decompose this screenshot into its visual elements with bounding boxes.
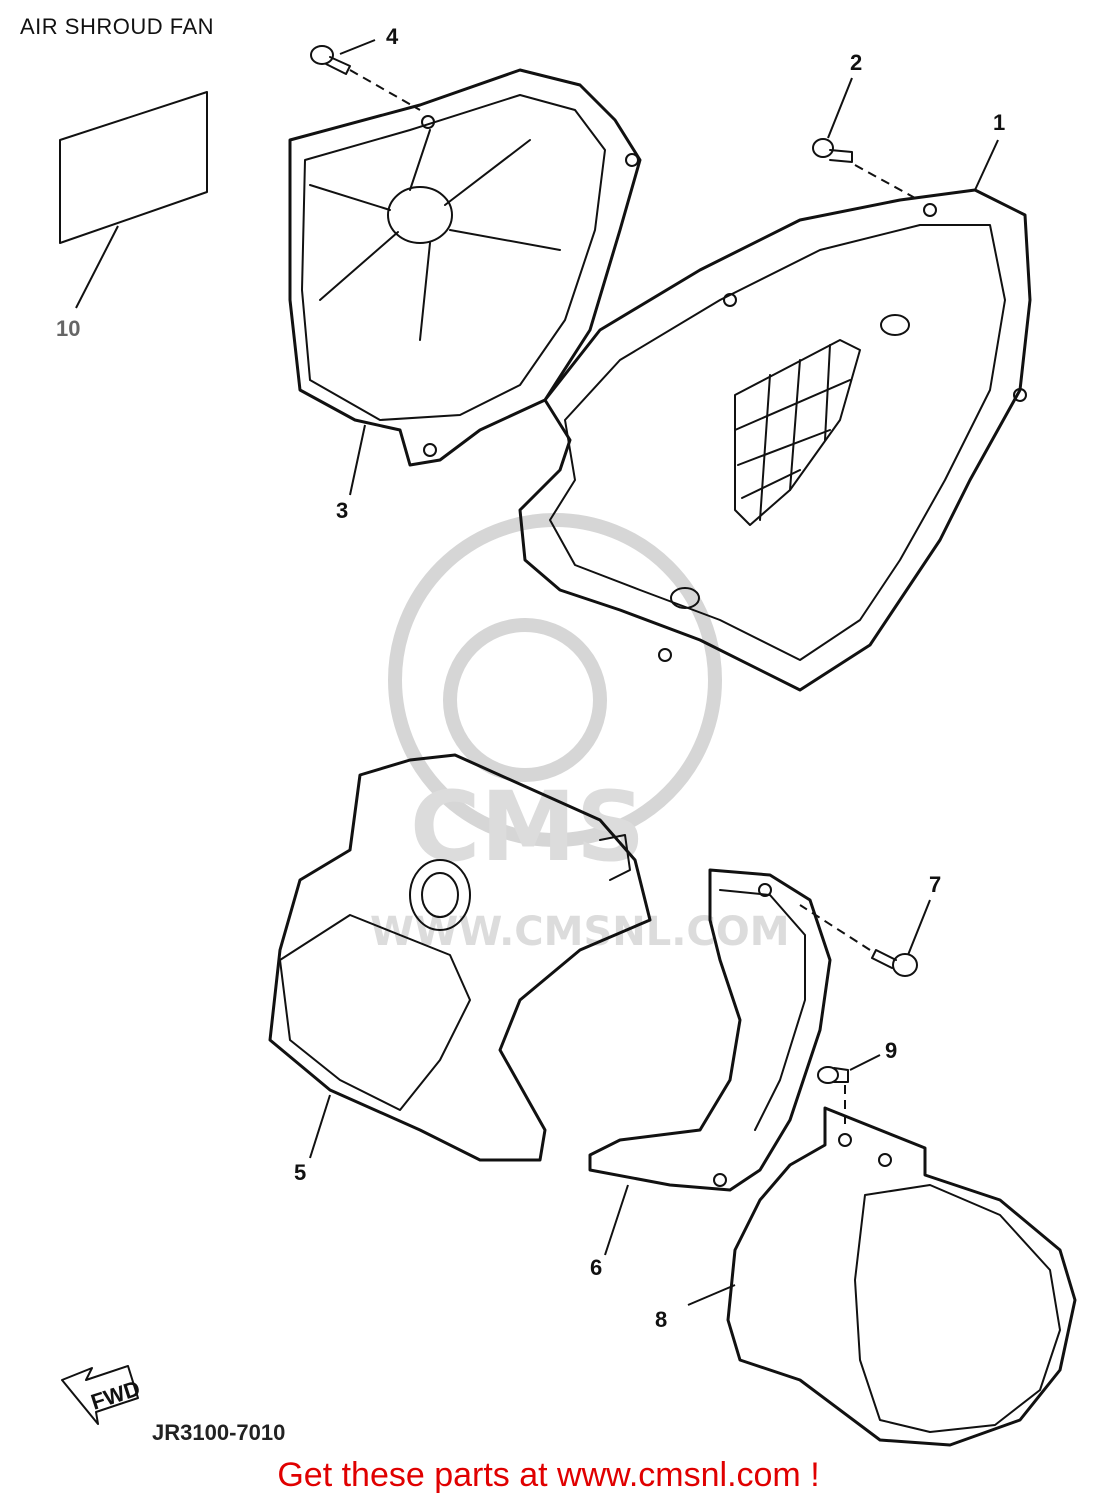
part-7-bolt <box>799 899 931 977</box>
callout-2: 2 <box>850 50 862 75</box>
callout-1: 1 <box>993 110 1005 135</box>
part-8-air-duct <box>687 1106 1077 1447</box>
callout-10: 10 <box>56 316 80 341</box>
callout-3: 3 <box>336 498 348 523</box>
part-5-lower-shroud <box>268 753 652 1162</box>
callout-5: 5 <box>294 1160 306 1185</box>
callout-7: 7 <box>929 872 941 897</box>
fwd-label: FWD <box>88 1375 143 1414</box>
part-1-main-shroud <box>518 139 1032 692</box>
diagram-title: AIR SHROUD FAN <box>20 14 215 39</box>
callout-8: 8 <box>655 1307 667 1332</box>
part-10-label-sticker <box>59 91 208 309</box>
promo-banner[interactable]: Get these parts at www.cmsnl.com ! <box>277 1456 820 1494</box>
watermark-logo: CMS WWW.CMSNL.COM <box>370 513 790 955</box>
shroud-vent-grille <box>734 339 861 526</box>
callout-4: 4 <box>386 24 399 49</box>
callout-9: 9 <box>885 1038 897 1063</box>
part-6-side-guide <box>588 868 832 1256</box>
part-9-clip <box>817 1054 881 1125</box>
part-2-bolt <box>812 77 916 199</box>
callout-6: 6 <box>590 1255 602 1280</box>
fwd-direction-arrow: FWD <box>61 1365 143 1425</box>
part-3-fan-cover <box>288 68 642 496</box>
drawing-code: JR3100-7010 <box>152 1420 286 1445</box>
part-4-screw <box>310 39 421 111</box>
